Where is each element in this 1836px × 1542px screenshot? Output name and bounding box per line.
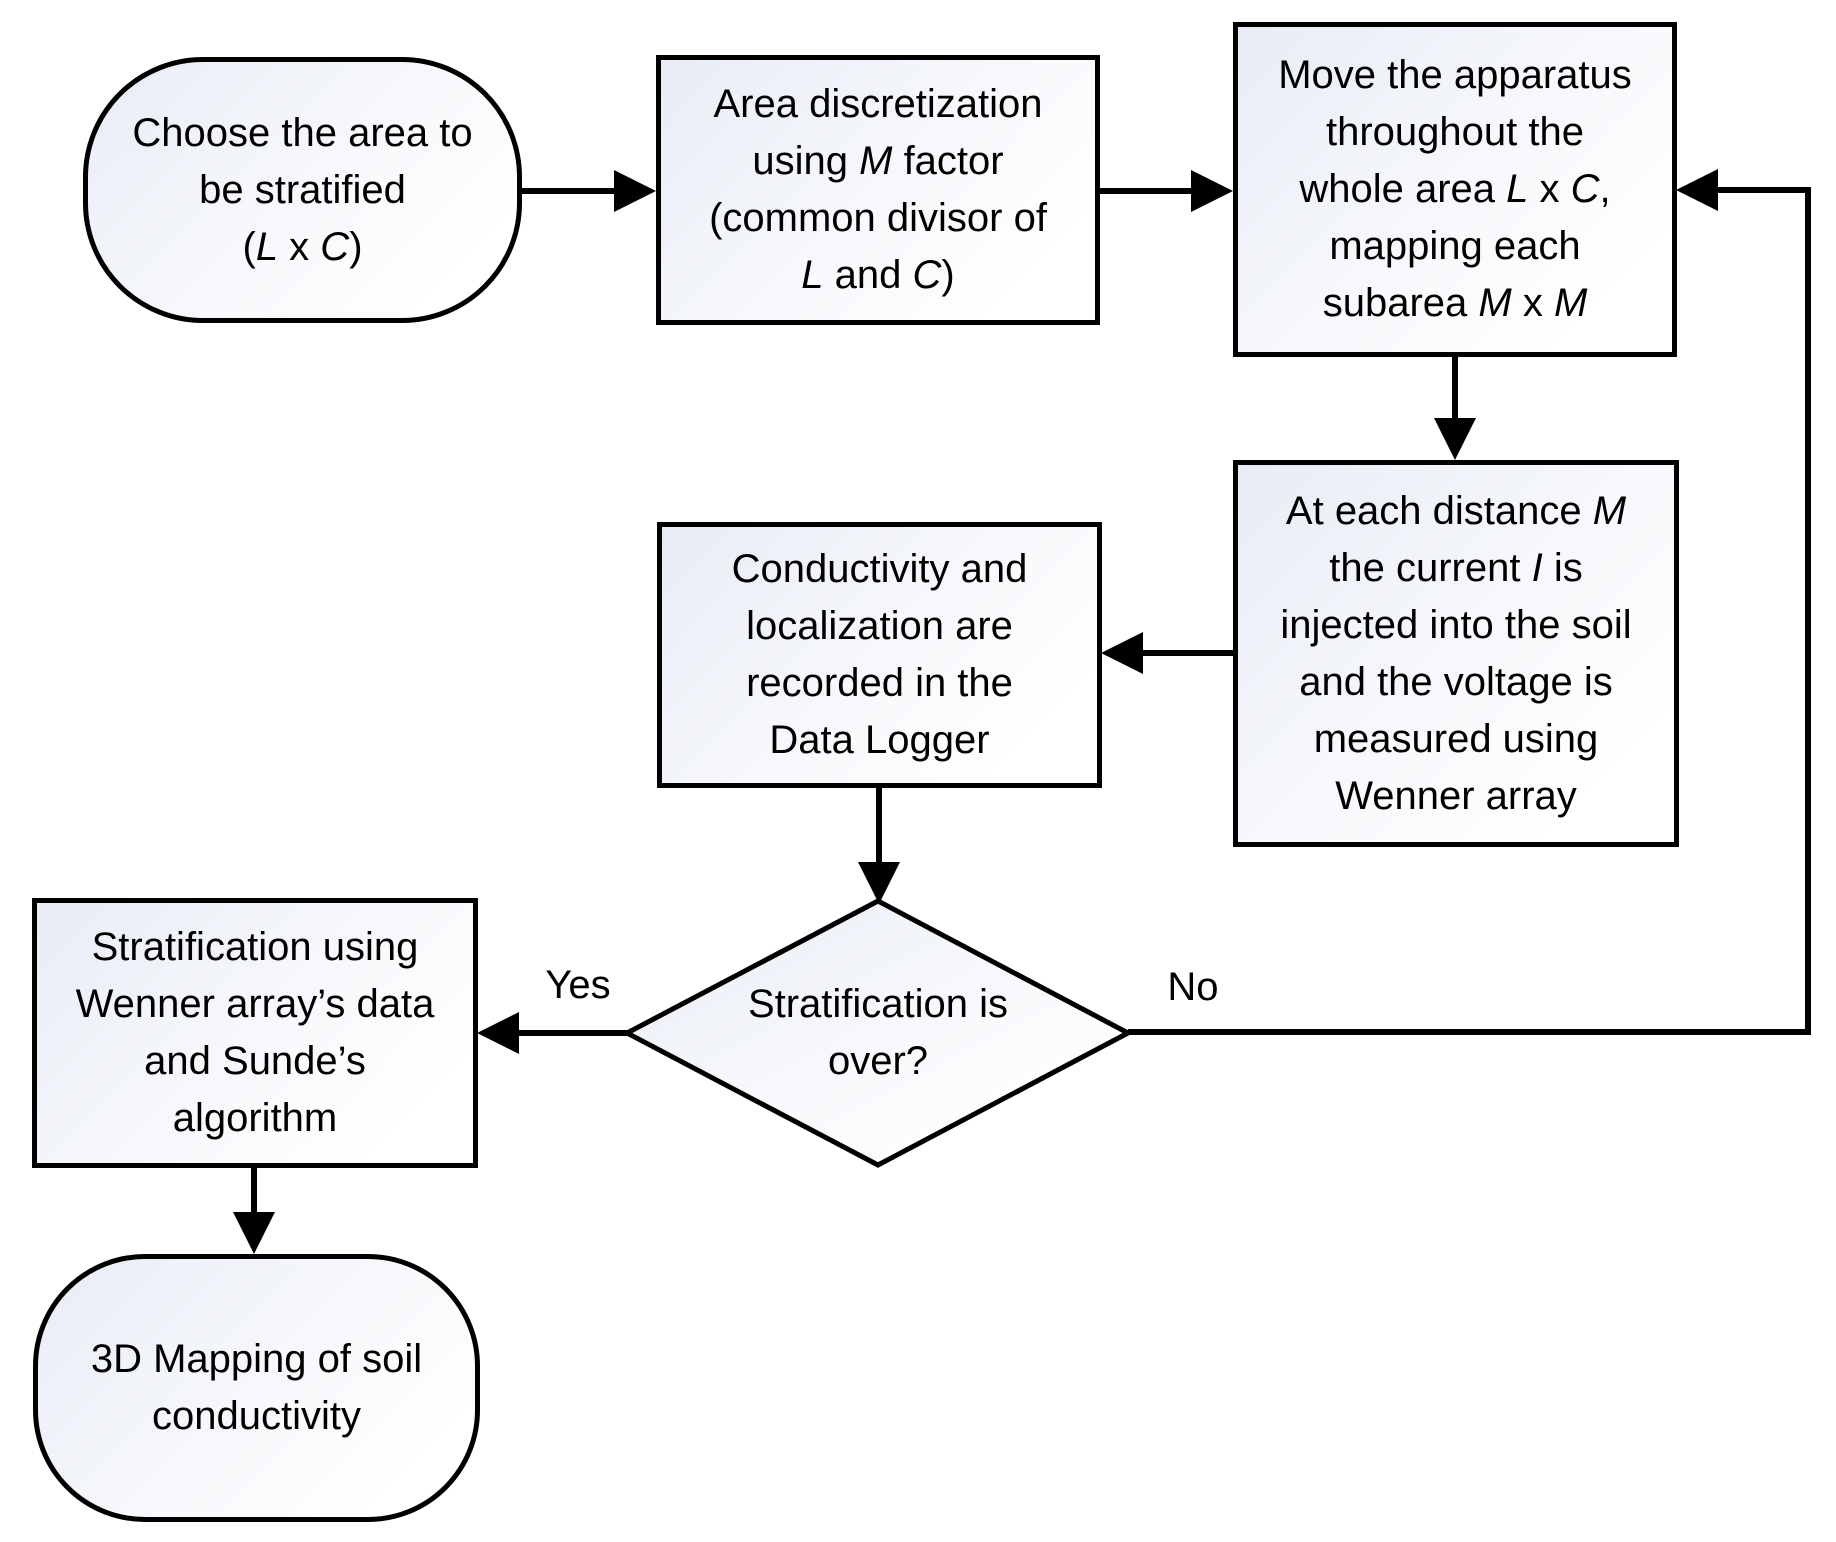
node-text-line: Choose the area to [132, 110, 473, 155]
node-text-line: Area discretization [713, 82, 1043, 126]
node-move-apparatus: Move the apparatus throughout the whole ar… [1233, 22, 1677, 357]
node-text-line: be stratified [199, 167, 406, 212]
edge-injection-to-datalogger [1101, 632, 1233, 674]
node-text-line: the current I is [1329, 545, 1583, 590]
node-text-line: throughout the [1326, 110, 1584, 154]
node-text-line: (L x C) [242, 224, 363, 269]
node-text-line: injected into the soil [1280, 602, 1632, 647]
node-text-line: At each distance M [1285, 488, 1627, 533]
node-text-line: mapping each [1329, 224, 1581, 268]
node-text-line: L and C) [801, 253, 955, 297]
edge-decision-no-feedback [1128, 169, 1811, 1035]
node-text-line: whole area L x C, [1299, 167, 1611, 211]
node-text-line: algorithm [172, 1096, 338, 1140]
node-text-line: Wenner array’s data [75, 982, 435, 1026]
node-area-discretization: Area discretization using M factor (common… [656, 55, 1100, 325]
edge-start-to-discretization [522, 170, 656, 212]
node-text-line: Stratification using [91, 925, 419, 969]
node-text-line: using M factor [752, 139, 1004, 183]
node-text-line: and the voltage is [1299, 659, 1613, 704]
node-text-line: recorded in the [746, 661, 1013, 705]
node-text-line: and Sunde’s [144, 1039, 366, 1083]
node-text-line: Conductivity and [731, 547, 1028, 591]
node-text-line: subarea M x M [1322, 281, 1588, 325]
edge-label-yes: Yes [545, 963, 611, 1007]
edge-datalogger-to-decision [858, 787, 900, 904]
node-text-line: conductivity [152, 1394, 361, 1438]
node-text-line: Wenner array [1335, 773, 1577, 818]
node-text-line: 3D Mapping of soil [90, 1337, 423, 1381]
edge-label-no: No [1167, 965, 1219, 1009]
node-text-line: measured using [1313, 716, 1599, 761]
edge-decision-yes [477, 1012, 627, 1054]
node-text-line: (common divisor of [709, 196, 1047, 240]
edge-move-to-injection [1434, 357, 1476, 460]
node-text-line: Stratification is [747, 982, 1009, 1026]
node-current-injection: At each distance M the current I is inject… [1233, 460, 1679, 847]
node-decision-shape [621, 898, 1134, 1168]
node-end: 3D Mapping of soil conductivity [33, 1254, 480, 1522]
node-text-line: Move the apparatus [1278, 53, 1632, 97]
node-text-line: Data Logger [769, 718, 990, 762]
edge-discretization-to-move [1099, 170, 1233, 212]
node-text-line: over? [827, 1039, 929, 1083]
node-text-line: localization are [746, 604, 1013, 648]
node-data-logger: Conductivity and localization are recorded… [657, 522, 1102, 788]
node-decision-label: Stratification is over? [678, 973, 1078, 1093]
edge-stratification-to-end [233, 1167, 275, 1254]
node-start: Choose the area to be stratified (L x C) [83, 57, 522, 323]
